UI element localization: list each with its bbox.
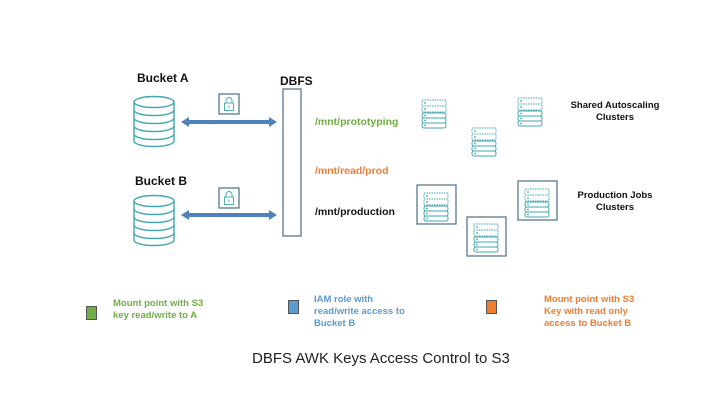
- bucket-a-database-icon: [133, 95, 175, 148]
- lock-icon-b: [218, 187, 240, 209]
- diagram-caption: DBFS AWK Keys Access Control to S3: [252, 350, 510, 367]
- legend-swatch-green: [86, 306, 97, 320]
- mount-read-prod: /mnt/read/prod: [315, 165, 389, 177]
- bucket-b-arrow: [181, 210, 277, 220]
- shared-clusters-label-line2: Clusters: [595, 112, 634, 123]
- shared-clusters-label: Shared Autoscaling Clusters: [560, 100, 670, 124]
- production-clusters-label-line2: Clusters: [595, 202, 634, 213]
- mount-prototyping: /mnt/prototyping: [315, 116, 399, 128]
- legend-swatch-orange: [486, 300, 497, 314]
- bucket-b-label: Bucket B: [135, 174, 188, 188]
- shared-cluster-icon: [421, 99, 447, 129]
- legend-swatch-blue: [288, 300, 299, 314]
- dbfs-box: [282, 88, 302, 237]
- legend-line: Key with read only: [544, 306, 628, 317]
- bucket-b-database-icon: [133, 194, 175, 247]
- production-cluster-frame: [517, 180, 558, 221]
- legend-blue-text: IAM role with read/write access to Bucke…: [314, 294, 405, 330]
- legend-line: Mount point with S3: [113, 298, 204, 309]
- legend-orange-text: Mount point with S3 Key with read only a…: [544, 294, 634, 330]
- bucket-a-arrow: [181, 117, 277, 127]
- shared-cluster-icon: [517, 97, 543, 127]
- shared-clusters-label-line1: Shared Autoscaling: [570, 100, 660, 111]
- legend-line: Bucket B: [314, 318, 356, 329]
- shared-cluster-icon: [471, 127, 497, 157]
- production-clusters-label-line1: Production Jobs: [577, 190, 653, 201]
- production-cluster-frame: [416, 184, 457, 225]
- bucket-a-label: Bucket A: [137, 71, 189, 85]
- legend-line: read/write access to: [314, 306, 405, 317]
- legend-green-text: Mount point with S3 key read/write to A: [113, 298, 203, 322]
- lock-icon-a: [218, 93, 240, 115]
- mount-production: /mnt/production: [315, 206, 395, 218]
- dbfs-label: DBFS: [280, 74, 313, 88]
- production-clusters-label: Production Jobs Clusters: [560, 190, 670, 214]
- legend-line: Mount point with S3: [544, 294, 635, 305]
- legend-line: key read/write to A: [113, 310, 198, 321]
- legend-line: access to Bucket B: [544, 318, 632, 329]
- legend-line: IAM role with: [314, 294, 374, 305]
